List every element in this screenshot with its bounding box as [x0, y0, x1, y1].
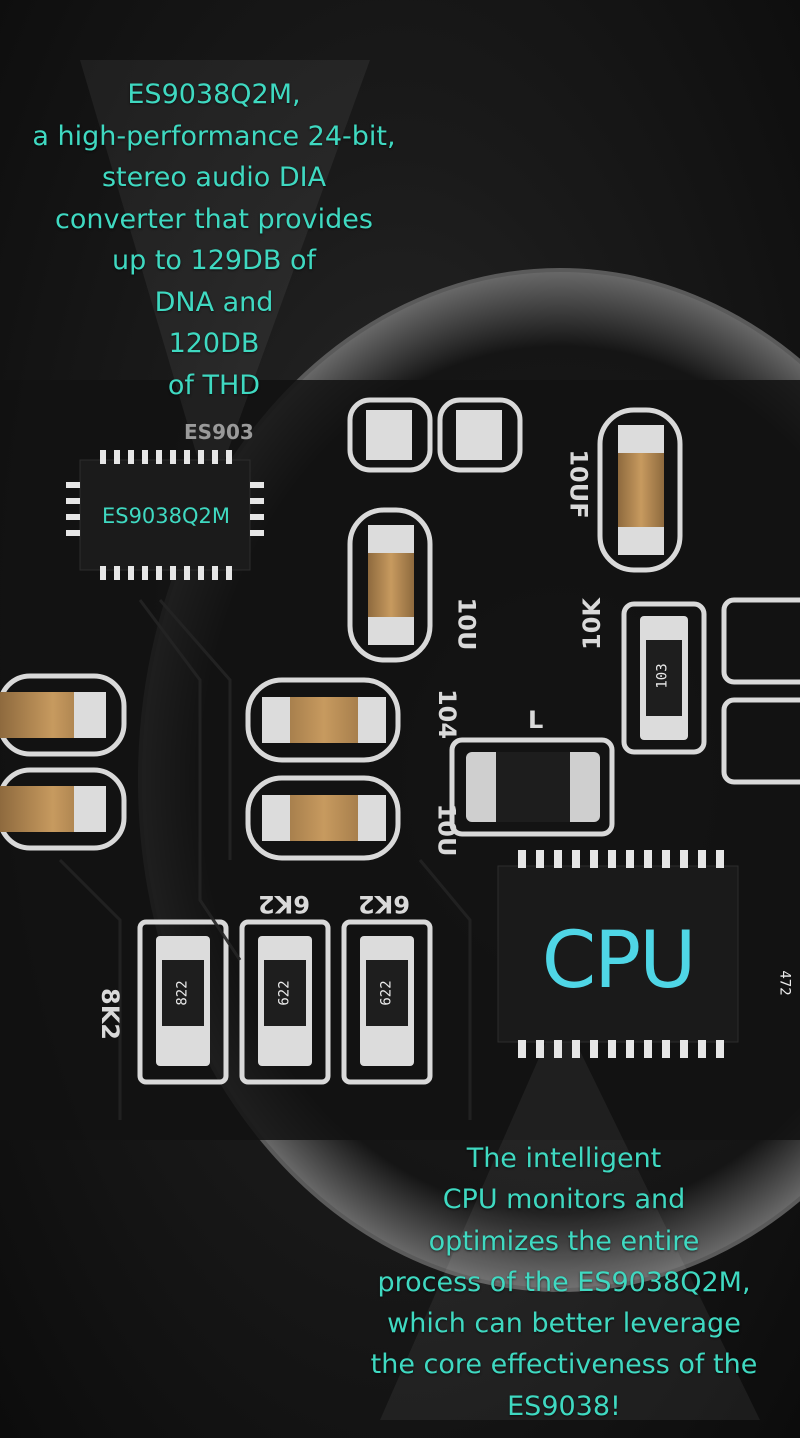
cap-outline-104	[245, 677, 401, 763]
silk-8k2: 8K2	[96, 988, 124, 1040]
silk-10u-low: 10U	[432, 803, 461, 857]
cpu-chip	[497, 850, 739, 1058]
callout-line: process of the ES9038Q2M,	[377, 1266, 751, 1298]
callout-line: The intelligent	[466, 1143, 662, 1174]
cap-outline-a	[347, 397, 433, 473]
silk-104: 104	[433, 688, 462, 740]
callout-line: stereo audio DIA	[101, 162, 327, 193]
cap-outline-10u	[347, 507, 433, 663]
res-code-822: 822	[174, 980, 191, 1006]
res-code-622b: 622	[378, 980, 395, 1006]
cap-outline-left-b	[0, 767, 127, 851]
capacitors	[0, 410, 664, 841]
res-outline-103	[621, 601, 707, 755]
cpu-chip-label: CPU	[541, 916, 697, 1006]
callout-line: converter that provides	[55, 203, 373, 235]
callout-pointer-bottom	[380, 1010, 760, 1420]
callout-line: up to 129DB of	[112, 245, 316, 276]
callout-line: CPU monitors and	[442, 1184, 686, 1216]
res-code-622a: 622	[276, 980, 293, 1006]
res-outline-622b	[341, 919, 433, 1085]
callout-line: the core effectiveness of the	[370, 1349, 758, 1381]
silk-10u: 10U	[452, 597, 481, 651]
silk-es-partial: ES903	[184, 420, 254, 444]
res-outline-822	[137, 919, 229, 1085]
res-outline-right-b	[721, 697, 800, 785]
silk-6k2-a: 6K2	[258, 890, 310, 918]
inductor-outline	[449, 737, 615, 837]
resistors	[156, 616, 688, 1066]
callout-pointer-top	[80, 60, 370, 500]
dac-chip-label: ES9038Q2M	[101, 504, 231, 528]
dac-description-callout: ES9038Q2M, a high-performance 24-bit, st…	[0, 74, 428, 406]
callout-line: 120DB	[168, 328, 260, 359]
cpu-description-callout: The intelligent CPU monitors and optimiz…	[348, 1138, 780, 1427]
cap-outline-left-a	[0, 673, 127, 757]
silk-6k2-b: 6K2	[358, 890, 410, 918]
silk-l: L	[528, 706, 544, 734]
callout-line: DNA and	[154, 286, 274, 318]
cap-outline-10u-low	[245, 775, 401, 861]
silk-10uf: 10UF	[564, 449, 593, 519]
callout-line: ES9038Q2M,	[127, 79, 301, 110]
cap-outline-10uf	[597, 407, 683, 573]
callout-line: a high-performance 24-bit,	[32, 120, 396, 152]
callout-line: which can better leverage	[387, 1308, 741, 1340]
callout-line: of THD	[167, 369, 261, 401]
res-code-103: 103	[654, 663, 671, 689]
res-outline-right-a	[721, 597, 800, 685]
dac-chip	[66, 450, 264, 580]
res-outline-622a	[239, 919, 331, 1085]
cap-outline-b	[437, 397, 523, 473]
silk-10k: 10K	[578, 598, 606, 650]
res-code-472: 472	[776, 970, 793, 996]
callout-line: optimizes the entire	[428, 1225, 700, 1257]
callout-line: ES9038!	[507, 1390, 621, 1422]
